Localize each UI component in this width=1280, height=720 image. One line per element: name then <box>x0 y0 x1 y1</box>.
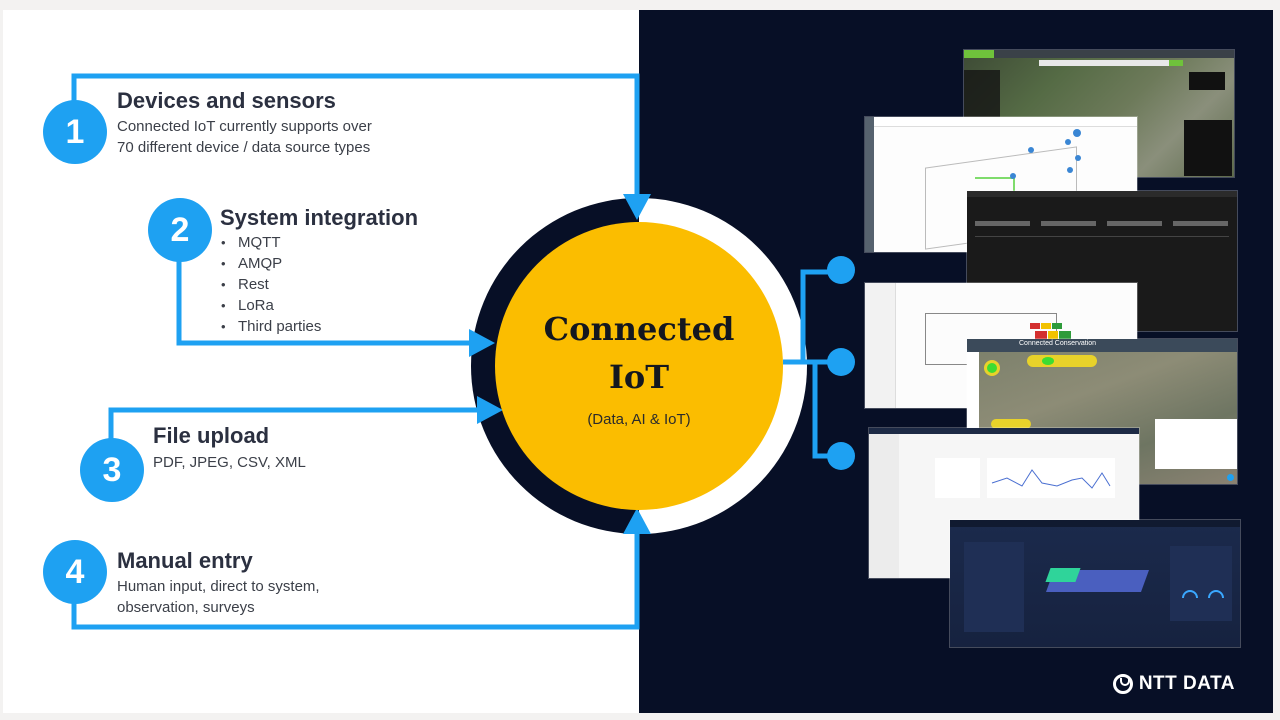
bullet-item: LoRa <box>221 295 321 316</box>
connector-2 <box>176 250 471 346</box>
ntt-data-logo-icon <box>1112 674 1133 694</box>
device-pin <box>1073 129 1081 137</box>
ntt-data-logo-text: NTT DATA <box>1138 673 1235 694</box>
analytics-line <box>991 469 1111 489</box>
status-tile-red <box>1035 331 1047 339</box>
arrow-3-head <box>477 396 503 424</box>
insights-divider <box>975 236 1229 237</box>
step-1-line-1: Connected IoT currently supports over <box>117 118 372 135</box>
device-pin <box>1028 147 1034 153</box>
step-1-line-2: 70 different device / data source types <box>117 139 371 156</box>
step-4-description: Human input, direct to system, observati… <box>117 576 320 618</box>
step-badge-4: 4 <box>43 540 107 604</box>
conservation-header: Connected Conservation <box>967 339 1237 352</box>
device-pin <box>1065 139 1071 145</box>
insights-col-reliability <box>1041 221 1096 226</box>
map-search-bar <box>1039 60 1169 66</box>
ntt-data-logo: NTT DATA <box>1112 673 1235 695</box>
analytics-line-chart <box>987 458 1115 498</box>
hub-subtitle: (Data, AI & IoT) <box>587 410 691 428</box>
conservation-title: Connected Conservation <box>1019 340 1097 347</box>
bullet-item: MQTT <box>221 232 321 253</box>
status-tile-green <box>1052 323 1062 329</box>
twin-sensor-list <box>964 542 1024 632</box>
step-badge-2: 2 <box>148 198 212 262</box>
step-4-line-2: observation, surveys <box>117 599 255 616</box>
map-search-button <box>1169 60 1183 66</box>
analytics-sidebar <box>869 434 899 578</box>
device-pin <box>1075 155 1081 161</box>
arrow-1-head <box>623 194 651 220</box>
map-info-card <box>1184 120 1232 176</box>
step-1-title: Devices and sensors <box>117 88 336 113</box>
step-badge-3: 3 <box>80 438 144 502</box>
bullet-item: Rest <box>221 274 321 295</box>
step-4-line-1: Human input, direct to system, <box>117 578 320 595</box>
heat-zone <box>991 419 1031 429</box>
connector-3 <box>108 407 479 450</box>
heat-zone <box>1027 355 1097 367</box>
device-pin <box>1010 173 1016 179</box>
step-4-title: Manual entry <box>117 548 253 573</box>
analytics-titlebar <box>869 428 1139 434</box>
analytics-kpi-card <box>935 458 980 498</box>
twin-3d-highlight <box>1045 568 1081 582</box>
status-tile-yellow <box>1048 331 1058 339</box>
step-1-description: Connected IoT currently supports over 70… <box>117 116 372 158</box>
step-3-description: PDF, JPEG, CSV, XML <box>153 452 306 473</box>
status-tile-green <box>1059 331 1071 339</box>
insights-titlebar <box>967 191 1237 197</box>
step-2-bullet-list: MQTT AMQP Rest LoRa Third parties <box>221 232 321 337</box>
schematic-sidebar <box>865 283 896 408</box>
device-pin <box>1067 167 1073 173</box>
insights-col-usage <box>975 221 1030 226</box>
map-topbar <box>964 50 1234 58</box>
twin-titlebar <box>950 520 1240 527</box>
gauge-icon <box>1182 590 1198 598</box>
status-tile-yellow <box>1041 323 1051 329</box>
fab-button <box>1227 474 1234 481</box>
connector-1 <box>71 73 640 200</box>
step-badge-1: 1 <box>43 100 107 164</box>
connected-iot-hub: Connected IoT (Data, AI & IoT) <box>495 222 783 510</box>
floorplan-header <box>874 117 1137 127</box>
step-3-title: File upload <box>153 423 270 448</box>
map-widget <box>1189 72 1225 90</box>
output-node-1 <box>827 256 855 284</box>
status-tile-red <box>1030 323 1040 329</box>
coverage-settings-panel <box>1155 419 1237 469</box>
output-branch-bottom <box>812 362 837 459</box>
hub-title-line-2: IoT <box>608 357 670 396</box>
hub-title-line-1: Connected <box>543 309 735 348</box>
insights-col-responsiveness <box>1107 221 1162 226</box>
output-node-3 <box>827 442 855 470</box>
step-2-title: System integration <box>220 205 419 230</box>
output-branch-top <box>800 269 837 362</box>
gauge-icon <box>1208 590 1224 598</box>
floorplan-path <box>975 177 1015 179</box>
twin-detail-panel <box>1170 546 1232 621</box>
slide: 1 Devices and sensors Connected IoT curr… <box>3 10 1273 713</box>
arrow-2-head <box>469 329 495 357</box>
bullet-item: Third parties <box>221 316 321 337</box>
arrow-4-head <box>623 508 651 534</box>
output-node-2 <box>827 348 855 376</box>
bullet-item: AMQP <box>221 253 321 274</box>
insights-col-browser <box>1173 221 1228 226</box>
connector-4 <box>71 534 640 630</box>
map-logo-badge <box>964 50 994 58</box>
floorplan-sidebar <box>865 117 874 252</box>
step-3-line-1: PDF, JPEG, CSV, XML <box>153 454 306 471</box>
heat-hotspot <box>1042 357 1054 365</box>
screenshot-3d-digital-twin-sensors <box>950 520 1240 647</box>
heat-hotspot <box>987 363 997 373</box>
